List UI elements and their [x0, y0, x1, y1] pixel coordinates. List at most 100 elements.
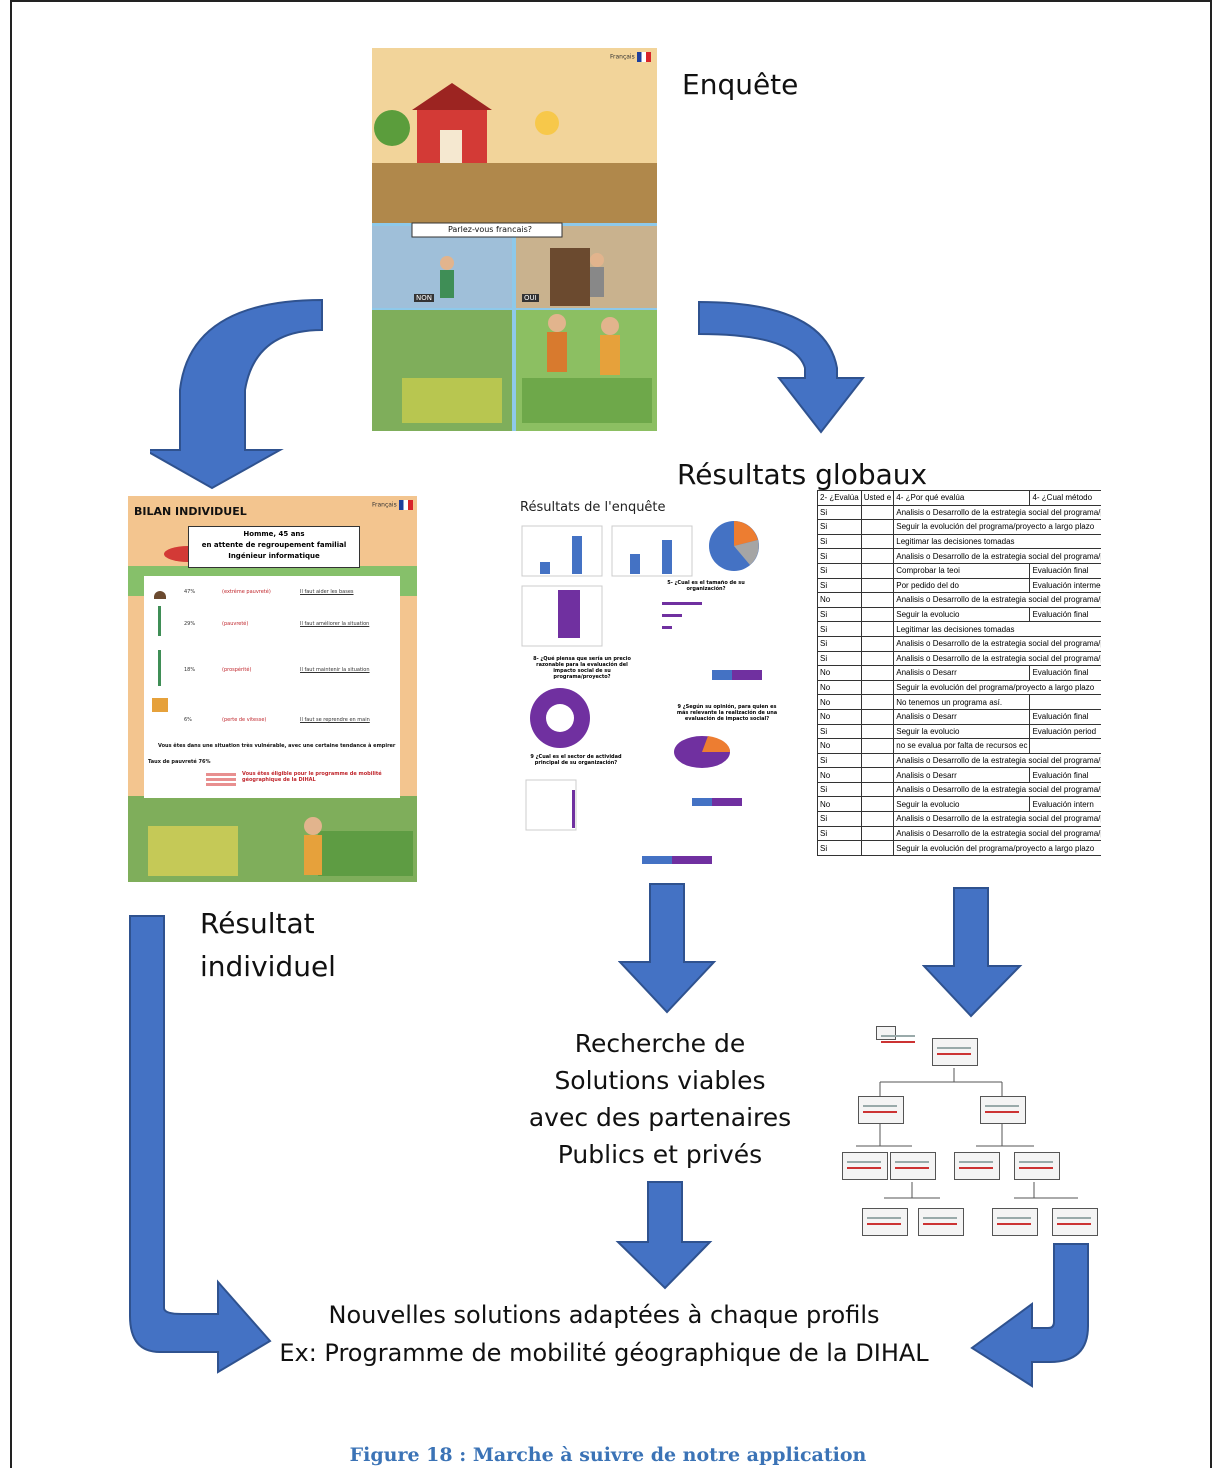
table-cell: Evaluación final: [1029, 562, 1101, 579]
table-cell: 4- ¿Por qué evalúa: [893, 490, 1031, 506]
label-recherche-line1: Recherche de: [574, 1029, 746, 1058]
profile-line-1: Homme, 45 ans: [243, 530, 305, 538]
table-cell: [860, 723, 895, 740]
table-cell: 4- ¿Cual método: [1029, 490, 1101, 506]
chart-q9-title: 9 ¿Según su opinión, para quien es más r…: [676, 704, 778, 722]
table-row: Si Analisis o Desarrollo de la estrategia…: [817, 811, 1101, 827]
table-cell: Comprobar la teoi: [893, 562, 1031, 579]
tree-node: [980, 1096, 1026, 1124]
table-cell: Analisis o Desarrollo de la estrategia s…: [893, 825, 1101, 842]
table-cell: Si: [817, 577, 862, 594]
tree-node: [858, 1096, 904, 1124]
label-recherche-line2: Solutions viables: [554, 1066, 766, 1095]
survey-answer-no[interactable]: NON: [414, 294, 434, 302]
table-cell: [860, 752, 895, 769]
tree-node: [1014, 1152, 1060, 1180]
survey-answer-yes[interactable]: OUI: [522, 294, 539, 302]
table-cell: Evaluación final: [1029, 665, 1101, 681]
arrow-to-tree: [922, 887, 1023, 1018]
bilan-eligible-marker: [206, 772, 236, 786]
table-cell: Evaluación period: [1029, 723, 1101, 740]
table-cell: [860, 592, 895, 608]
bilan-rate: Taux de pauvreté 76%: [148, 759, 211, 765]
table-cell: Legitimar las decisiones tomadas: [893, 533, 1101, 550]
bilan-language[interactable]: Français: [372, 500, 413, 510]
table-cell: Seguir la evolución del programa/proyect…: [893, 679, 1101, 696]
label-resultat-individuel: Résultat individuel: [200, 902, 336, 988]
table-cell: Si: [817, 752, 862, 769]
row-2-pct: 29%: [184, 621, 196, 627]
charts-thumbnails: [521, 521, 762, 864]
bilan-profile-box: Homme, 45 ans en attente de regroupement…: [188, 526, 360, 568]
table-cell: [860, 606, 895, 623]
label-recherche: Recherche de Solutions viables avec des …: [500, 1025, 820, 1173]
table-cell: [1029, 738, 1101, 754]
table-cell: Analisis o Desarr: [893, 767, 1031, 783]
chart-q8-title: 8- ¿Qué piensa que sería un precio razon…: [533, 656, 631, 680]
table-cell: [860, 679, 895, 696]
row-4-action[interactable]: Il faut se reprendre en main: [300, 717, 370, 723]
table-cell: Si: [817, 840, 862, 856]
arrow-tree-to-solutions: [970, 1243, 1089, 1388]
table-cell: No tenemos un programa así.: [893, 694, 1031, 710]
table-cell: [860, 840, 895, 856]
table-cell: [860, 621, 895, 637]
table-cell: No: [817, 796, 862, 813]
table-cell: Seguir la evolución del programa/proyect…: [893, 519, 1101, 535]
table-cell: Analisis o Desarrollo de la estrategia s…: [893, 811, 1101, 827]
table-cell: [860, 519, 895, 535]
table-cell: Si: [817, 533, 862, 550]
table-cell: Analisis o Desarrollo de la estrategia s…: [893, 592, 1101, 608]
row-1-pct: 47%: [184, 589, 196, 595]
table-cell: [860, 796, 895, 813]
tree-node: [992, 1208, 1038, 1236]
table-cell: Usted e: [860, 490, 895, 506]
table-cell: Si: [817, 519, 862, 535]
arrow-to-recherche: [618, 883, 717, 1014]
survey-language[interactable]: Français: [610, 52, 651, 62]
profile-line-3: Ingénieur informatique: [228, 552, 320, 560]
tree-node: [1052, 1208, 1098, 1236]
sprout-icon: [158, 606, 161, 636]
row-3-label: (prospérité): [222, 667, 252, 673]
row-3-action[interactable]: Il faut maintenir la situation: [300, 667, 370, 673]
bilan-title: BILAN INDIVIDUEL: [134, 505, 247, 518]
table-cell: Si: [817, 811, 862, 827]
table-cell: [860, 694, 895, 710]
bilan-individuel-panel: BILAN INDIVIDUEL Français Homme, 45 ans …: [128, 496, 417, 882]
table-cell: Seguir la evolución del programa/proyect…: [893, 840, 1101, 856]
row-2-action[interactable]: Il faut améliorer la situation: [300, 621, 370, 627]
table-cell: No: [817, 738, 862, 754]
table-cell: Evaluación intern: [1029, 796, 1101, 813]
table-cell: [860, 504, 895, 521]
table-cell: [860, 708, 895, 725]
survey-question: Parlez-vous francais?: [447, 225, 533, 234]
table-cell: [860, 767, 895, 783]
row-2-label: (pauvreté): [222, 621, 249, 627]
table-cell: Si: [817, 723, 862, 740]
table-row: Si Legitimar las decisiones tomadas: [817, 533, 1101, 550]
table-cell: [860, 650, 895, 667]
tree-node: [918, 1208, 964, 1236]
label-resultats-globaux: Résultats globaux: [677, 458, 928, 491]
table-cell: No: [817, 767, 862, 783]
profile-line-2: en attente de regroupement familial: [201, 541, 347, 549]
row-1-action[interactable]: Il faut aider les bases: [300, 589, 354, 595]
chart-q5-title: 5- ¿Cual es el tamaño de su organización…: [667, 580, 745, 592]
